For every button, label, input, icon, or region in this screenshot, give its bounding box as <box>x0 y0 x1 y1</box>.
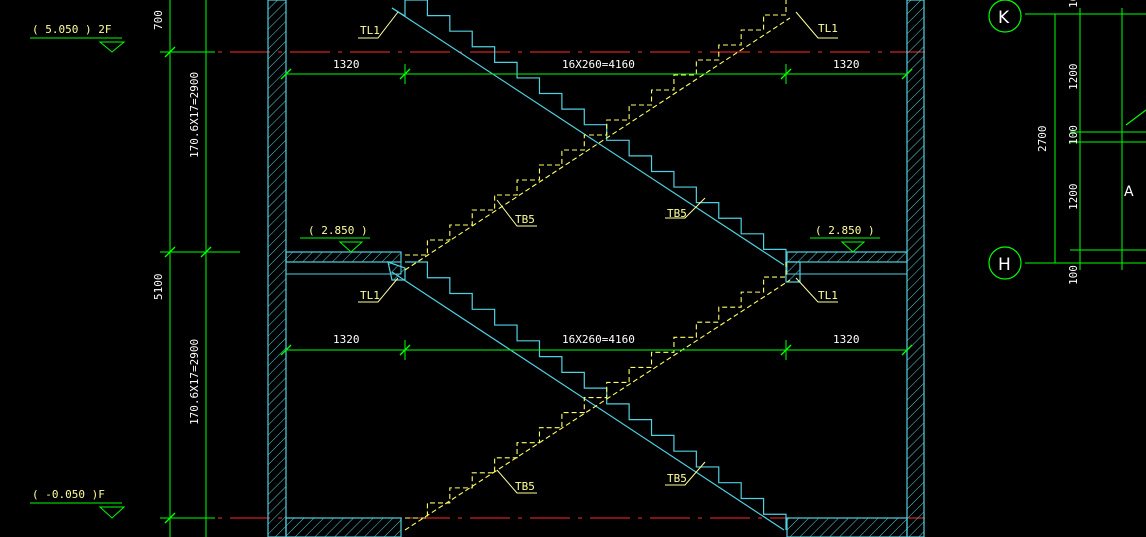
grid-dim-b: 100 <box>1067 125 1080 145</box>
wall-inner-outlines <box>285 261 908 275</box>
stair-flights-cyan <box>387 0 801 531</box>
label-tl1-top-left: TL1 <box>360 24 380 37</box>
dim-flight-lower: 170.6X17=2900 <box>188 339 201 425</box>
yellow-flight-lower-steps <box>405 262 787 519</box>
dim-run-left-top: 1320 <box>333 58 360 71</box>
dim-total-5100: 5100 <box>152 274 165 301</box>
landing-level-left: ( 2.850 ) <box>308 224 368 237</box>
dim-run-left-bot: 1320 <box>333 333 360 346</box>
grid-dim-total: 2700 <box>1036 126 1049 153</box>
grid-dim-top-cut: 10 <box>1067 0 1080 8</box>
dim-run-mid-bot: 16X260=4160 <box>562 333 635 346</box>
floor-slab-left <box>285 517 402 537</box>
grid-texts: K H 2700 1200 100 1200 100 10 A <box>998 0 1134 285</box>
yellow-flight-upper-steps <box>405 0 787 256</box>
cyan-flight-lower-soffit <box>391 271 785 531</box>
floor-slab-right <box>786 517 908 537</box>
landing-slab-left <box>285 251 402 263</box>
level-label-1f: ( -0.050 )F <box>32 488 105 501</box>
label-tl1-mid-left: TL1 <box>360 289 380 302</box>
label-tl1-top-right: TL1 <box>818 22 838 35</box>
right-wall <box>906 0 925 537</box>
side-mark-a: A <box>1124 184 1134 200</box>
landing-slab-right <box>786 251 908 263</box>
axis-label-h: H <box>998 255 1011 275</box>
cyan-beam-mid-left <box>387 261 406 281</box>
cyan-flight-lower-steps <box>405 261 787 530</box>
level-labels: ( 5.050 ) 2F ( -0.050 )F ( 2.850 ) ( 2.8… <box>32 23 875 501</box>
label-tb5-upper-left: TB5 <box>515 213 535 226</box>
label-tl1-mid-right: TL1 <box>818 289 838 302</box>
leader-lines <box>358 11 838 494</box>
cyan-beam-mid-right <box>785 261 801 283</box>
grid-dim-c: 1200 <box>1067 184 1080 211</box>
grid-dim-d: 100 <box>1067 265 1080 285</box>
label-tb5-lower-right: TB5 <box>667 472 687 485</box>
axis-label-k: K <box>998 8 1010 28</box>
dim-top-700: 700 <box>152 10 165 30</box>
left-wall <box>267 0 287 537</box>
dim-run-right-top: 1320 <box>833 58 860 71</box>
cyan-flight-upper-steps <box>405 0 787 265</box>
member-labels: TL1 TL1 TL1 TL1 TB5 TB5 TB5 TB5 <box>360 22 838 493</box>
dim-run-right-bot: 1320 <box>833 333 860 346</box>
label-tb5-lower-left: TB5 <box>515 480 535 493</box>
cyan-flight-upper-soffit <box>391 7 785 266</box>
label-tb5-upper-right: TB5 <box>667 207 687 220</box>
landing-level-right: ( 2.850 ) <box>815 224 875 237</box>
dimension-texts: 700 170.6X17=2900 170.6X17=2900 5100 132… <box>152 10 860 425</box>
grid-dim-a: 1200 <box>1067 64 1080 91</box>
axis-bubble-h <box>988 246 1022 280</box>
cyan-beam-top <box>391 0 406 18</box>
yellow-flight-upper-soffit <box>404 17 791 271</box>
yellow-flight-lower-soffit <box>404 279 791 531</box>
dim-run-mid-top: 16X260=4160 <box>562 58 635 71</box>
stair-flights-yellow <box>404 0 791 531</box>
level-label-2f: ( 5.050 ) 2F <box>32 23 111 36</box>
axis-bubble-k <box>988 0 1022 33</box>
dim-flight-upper: 170.6X17=2900 <box>188 72 201 158</box>
dimension-ticks <box>164 46 913 524</box>
walls <box>267 0 925 537</box>
grid-axis-bubbles <box>988 0 1146 280</box>
